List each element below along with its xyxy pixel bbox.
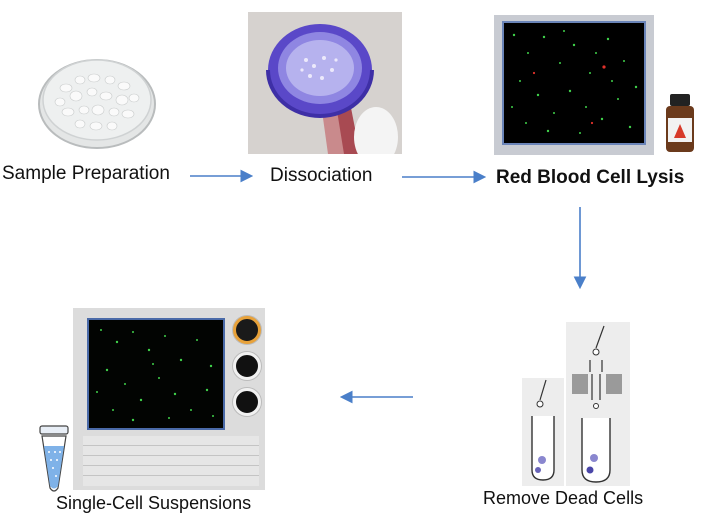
counter-results-table <box>83 436 259 486</box>
reagent-vial-icon <box>666 94 694 152</box>
cell-counter-screen <box>87 318 225 430</box>
cell-screen-display <box>502 21 646 145</box>
magnetic-separation-column <box>566 322 630 486</box>
cell-counter-image <box>73 308 265 490</box>
petri-dish-icon <box>38 59 156 149</box>
step-label-single-cell-suspensions: Single-Cell Suspensions <box>56 493 252 513</box>
dead-cell-tube-simple <box>522 378 564 486</box>
counter-dial-top <box>233 316 261 344</box>
dissociation-photo <box>248 12 402 154</box>
step-label-red-blood-cell-lysis: Red Blood Cell Lysis <box>496 167 685 188</box>
step-label-dissociation: Dissociation <box>270 165 373 186</box>
step-label-sample-preparation: Sample Preparation <box>2 163 170 184</box>
centrifuge-tube-icon <box>39 425 69 492</box>
cell-screen-image <box>494 15 654 155</box>
counter-dial-bottom <box>233 388 261 416</box>
counter-dial-middle <box>233 352 261 380</box>
step-label-remove-dead-cells: Remove Dead Cells <box>483 488 644 508</box>
